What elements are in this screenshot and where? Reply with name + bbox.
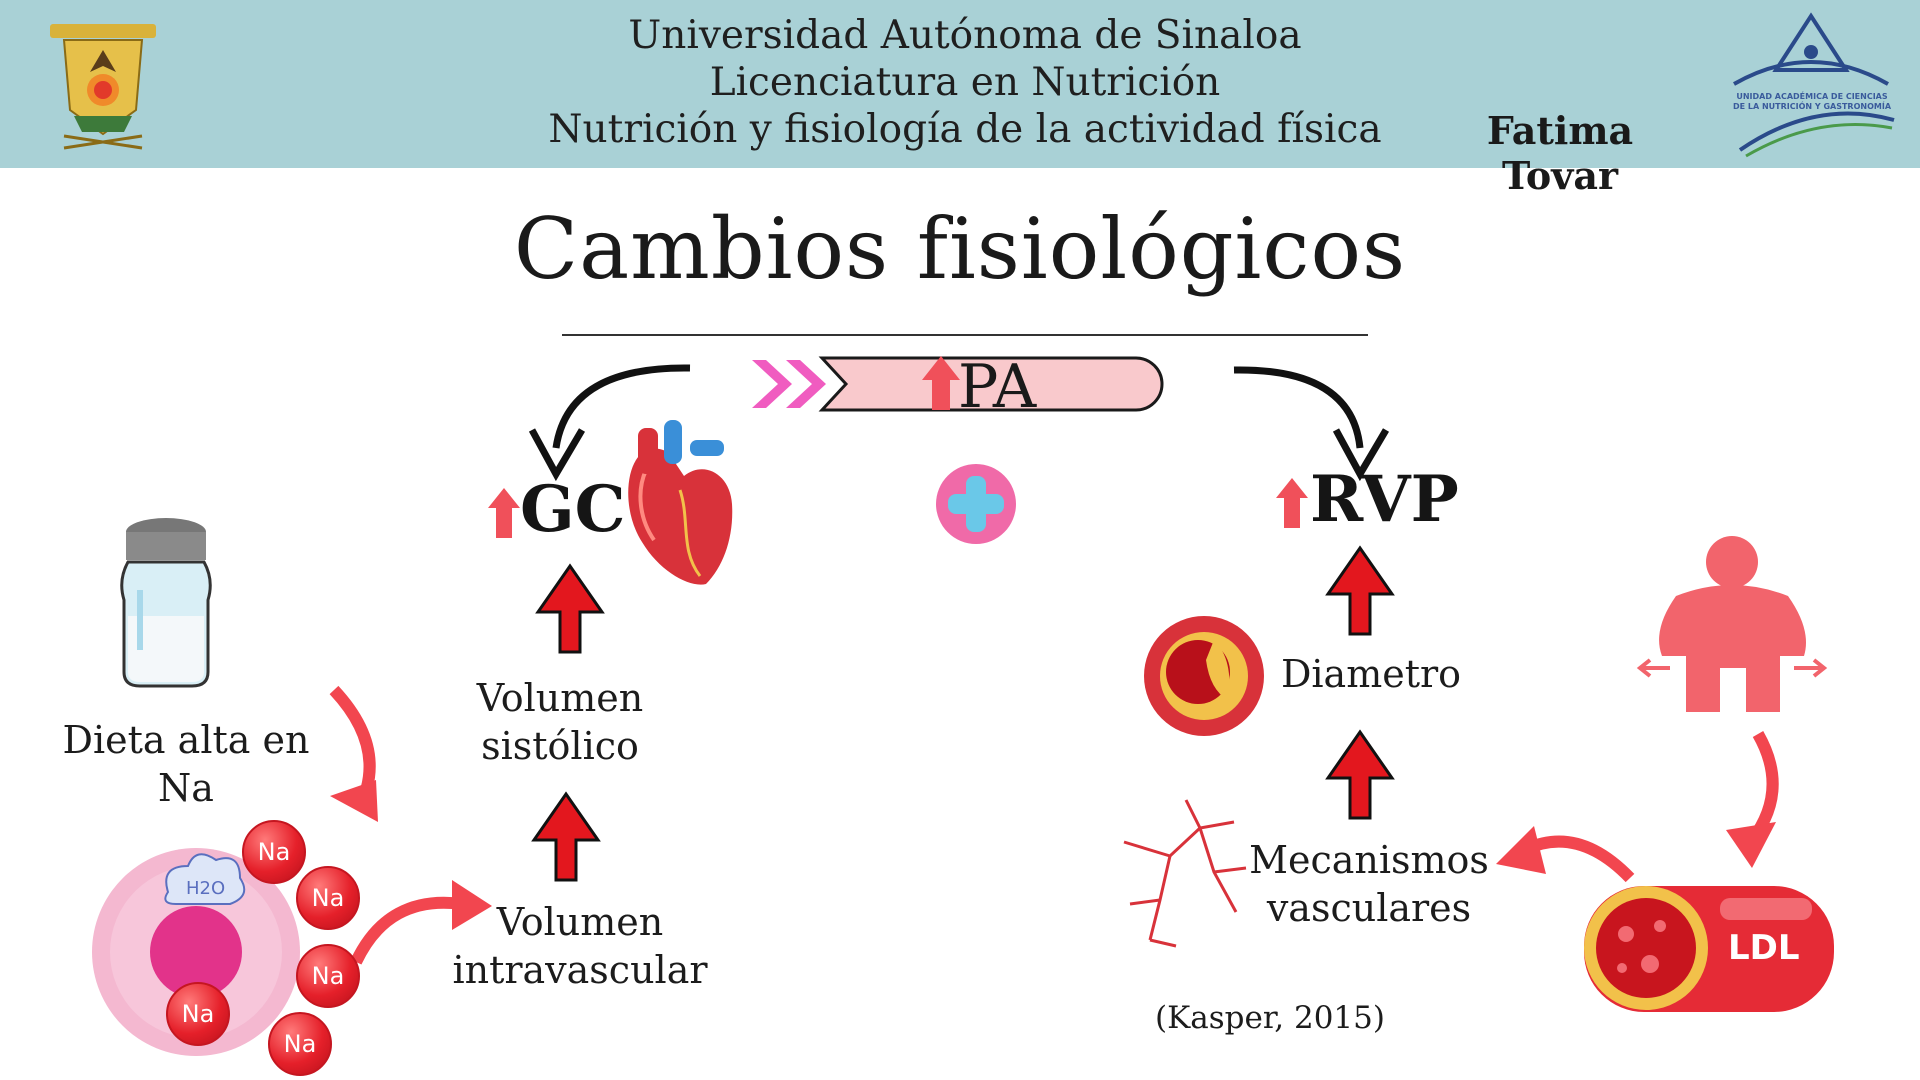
- header-titles: Universidad Autónoma de Sinaloa Licencia…: [520, 12, 1410, 153]
- curved-arrow-person-to-ldl: [1726, 731, 1779, 868]
- sodium-ion-icon: Na: [296, 944, 360, 1008]
- ldl-label: LDL: [1728, 928, 1800, 968]
- arrow-vi-to-vs: [531, 791, 601, 882]
- page-title: Cambios fisiológicos: [513, 200, 1407, 298]
- arrow-vs-to-gc: [535, 563, 605, 654]
- gc-label: GC: [520, 472, 626, 547]
- artery-plaque-icon: [1144, 616, 1264, 736]
- arrow-mecanismos-to-diametro: [1325, 729, 1395, 820]
- gc-up-arrow-icon: [488, 488, 520, 538]
- curved-arrow-cell-to-volume: [350, 880, 492, 965]
- cell-icon: [92, 848, 300, 1056]
- sodium-ion-icon: Na: [166, 982, 230, 1046]
- sodium-ion-icon: Na: [296, 866, 360, 930]
- rvp-label: RVP: [1310, 462, 1459, 537]
- chevron-icon: [752, 360, 826, 408]
- ldl-artery-icon: [1584, 886, 1834, 1012]
- curved-arrow-to-rvp: [1233, 366, 1364, 449]
- volumen-intravascular-label: Volumen intravascular: [452, 900, 708, 992]
- rvp-up-arrow-icon: [1276, 478, 1308, 528]
- title-divider: [562, 334, 1368, 336]
- academic-unit-logo: [1733, 12, 1895, 158]
- pa-label: PA: [958, 352, 1037, 422]
- water-label: H2O: [186, 878, 226, 899]
- university-crest-logo: [50, 24, 156, 150]
- sodium-ion-icon: Na: [268, 1012, 332, 1076]
- author-name: Fatima Tovar: [1486, 108, 1634, 198]
- curved-arrow-salt-to-cell: [329, 685, 378, 822]
- program-name: Licenciatura en Nutrición: [709, 60, 1221, 105]
- plus-icon: [936, 464, 1016, 544]
- dieta-label: Dieta alta en Na: [62, 718, 310, 810]
- arrowhead-gc: [528, 428, 586, 482]
- curved-arrow-ldl-to-mecanismos: [1496, 826, 1635, 883]
- arrow-diametro-to-rvp: [1325, 545, 1395, 636]
- pa-banner: [818, 356, 1164, 412]
- university-name: Universidad Autónoma de Sinaloa: [628, 13, 1302, 58]
- curved-arrow-to-gc: [552, 364, 691, 449]
- mecanismos-vasculares-label: Mecanismos vasculares: [1249, 838, 1489, 930]
- pa-up-arrow-icon: [922, 356, 960, 410]
- course-name: Nutrición y fisiología de la actividad f…: [548, 107, 1382, 152]
- volumen-sistolico-label: Volumen sistólico: [476, 676, 644, 768]
- blood-vessels-icon: [1123, 799, 1247, 948]
- salt-shaker-icon: [120, 518, 212, 688]
- diametro-label: Diametro: [1280, 652, 1462, 696]
- sodium-ion-icon: Na: [242, 820, 306, 884]
- heart-icon: [628, 420, 733, 585]
- citation: (Kasper, 2015): [1155, 1000, 1385, 1036]
- arrowhead-rvp: [1332, 428, 1390, 482]
- person-obesity-icon: [1636, 536, 1828, 712]
- header-band: [0, 0, 1920, 168]
- academic-unit-logo-text: UNIDAD ACADÉMICA DE CIENCIAS DE LA NUTRI…: [1732, 92, 1892, 111]
